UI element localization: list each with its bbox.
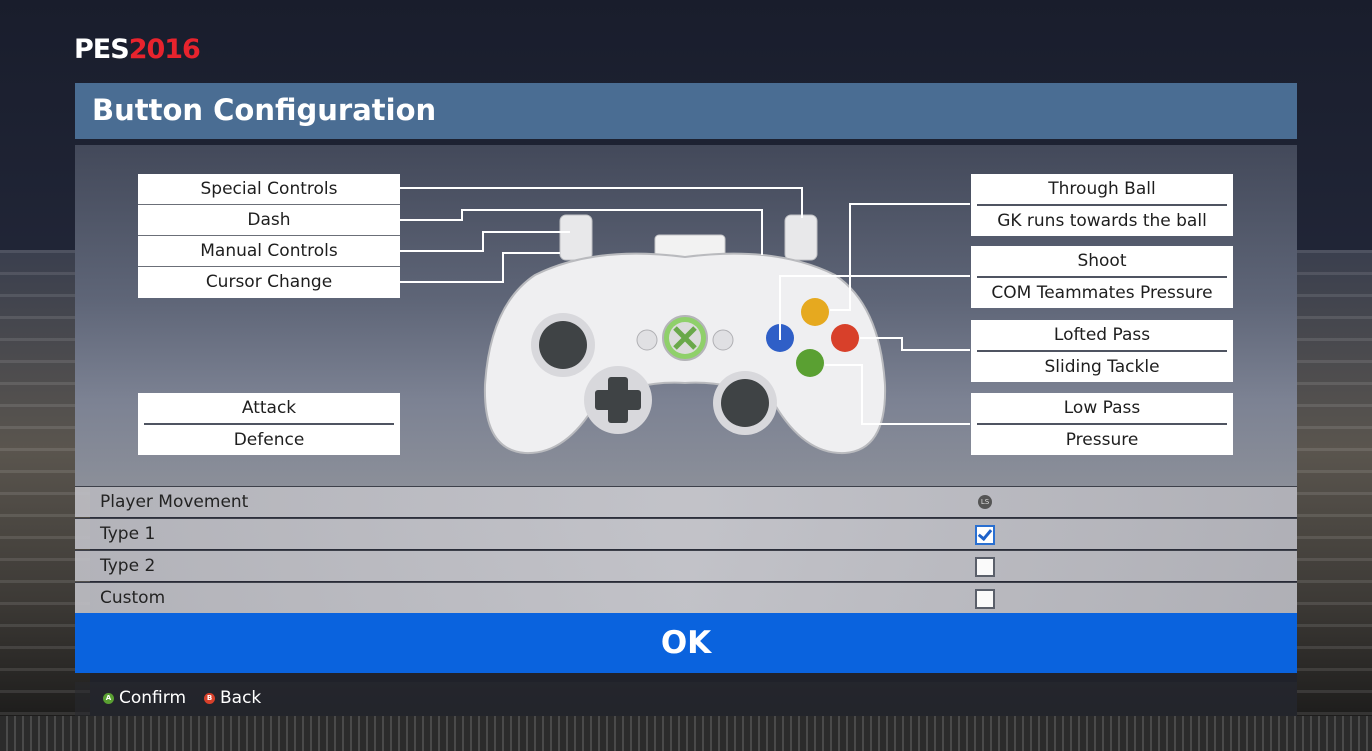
page-title: Button Configuration — [92, 93, 437, 127]
option-label: Type 2 — [100, 556, 156, 576]
logo-text-pes: PES — [74, 34, 130, 65]
player-movement-list: Player Movement LS Type 1 Type 2 Custom — [75, 486, 1297, 614]
divider — [138, 204, 400, 205]
option-label: Custom — [100, 588, 166, 608]
option-label: Type 1 — [100, 524, 156, 544]
back-hint[interactable]: B Back — [204, 688, 261, 708]
confirm-hint[interactable]: A Confirm — [103, 688, 186, 708]
movement-option-custom[interactable]: Custom — [75, 582, 1297, 613]
label-cursor-change: Cursor Change — [205, 272, 333, 292]
pes-logo: PES2016 — [74, 34, 201, 65]
b-defence-label: COM Teammates Pressure — [991, 283, 1213, 303]
b-button-icon — [831, 324, 859, 352]
x-button-box: Lofted Pass Sliding Tackle — [971, 320, 1233, 382]
b-button-icon: B — [204, 692, 215, 704]
x-defence-label: Sliding Tackle — [1044, 357, 1160, 377]
label-manual-controls: Manual Controls — [200, 241, 338, 261]
title-bar: Button Configuration — [75, 83, 1297, 139]
y-button-icon — [801, 298, 829, 326]
divider — [138, 235, 400, 236]
player-movement-header: Player Movement LS — [75, 486, 1297, 517]
stadium-background-right — [1297, 250, 1372, 750]
a-defence-label: Pressure — [1065, 430, 1139, 450]
b-button-box: Shoot COM Teammates Pressure — [971, 246, 1233, 308]
x-attack-label: Lofted Pass — [1053, 325, 1151, 345]
player-movement-label: Player Movement — [100, 492, 249, 512]
controller-illustration — [483, 214, 887, 455]
type-1-checkbox[interactable] — [975, 525, 995, 545]
divider — [144, 423, 394, 425]
footer-hints: A Confirm B Back — [75, 682, 1297, 716]
custom-checkbox[interactable] — [975, 589, 995, 609]
movement-option-type-2[interactable]: Type 2 — [75, 550, 1297, 581]
stadium-ground — [0, 716, 1372, 751]
movement-option-type-1[interactable]: Type 1 — [75, 518, 1297, 549]
a-button-icon — [796, 349, 824, 377]
logo-text-year: 2016 — [128, 34, 201, 65]
divider — [138, 266, 400, 267]
back-label: Back — [220, 688, 262, 708]
divider — [977, 350, 1227, 352]
b-attack-label: Shoot — [1077, 251, 1127, 271]
y-button-box: Through Ball GK runs towards the ball — [971, 174, 1233, 236]
legend-attack: Attack — [241, 398, 297, 418]
label-special-controls: Special Controls — [200, 179, 338, 199]
divider — [977, 204, 1227, 206]
x-button-icon — [766, 324, 794, 352]
divider — [977, 423, 1227, 425]
a-attack-label: Low Pass — [1063, 398, 1141, 418]
a-button-icon: A — [103, 692, 114, 704]
ok-button[interactable]: OK — [75, 613, 1297, 673]
left-labels-box: Special Controls Dash Manual Controls Cu… — [138, 174, 400, 298]
type-2-checkbox[interactable] — [975, 557, 995, 577]
legend-defence: Defence — [233, 430, 305, 450]
confirm-label: Confirm — [119, 688, 187, 708]
a-button-box: Low Pass Pressure — [971, 393, 1233, 455]
label-dash: Dash — [247, 210, 291, 230]
divider — [977, 276, 1227, 278]
legend-box: Attack Defence — [138, 393, 400, 455]
y-defence-label: GK runs towards the ball — [997, 211, 1207, 231]
left-stick-icon: LS — [978, 495, 992, 509]
y-attack-label: Through Ball — [1048, 179, 1156, 199]
